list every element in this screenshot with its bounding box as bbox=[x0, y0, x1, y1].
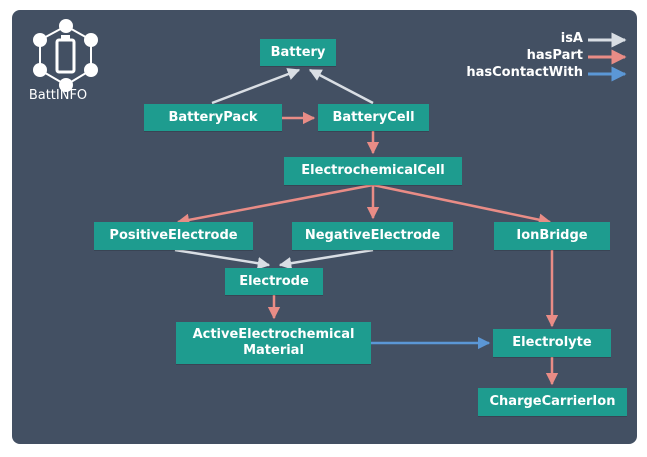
node-negativeelectrode: NegativeElectrode bbox=[292, 222, 453, 250]
node-electrochemicalcell: ElectrochemicalCell bbox=[284, 157, 462, 185]
node-electrochemicalcell-label: ElectrochemicalCell bbox=[301, 163, 445, 178]
node-batterypack-label: BatteryPack bbox=[168, 109, 258, 125]
edge-electrochemicalcell-hasPart-positiveelectrode bbox=[176, 183, 374, 227]
node-electrolyte-label: Electrolyte bbox=[512, 335, 592, 350]
node-batterypack: BatteryPack bbox=[144, 104, 282, 131]
node-ionbridge-label: IonBridge bbox=[516, 228, 588, 243]
node-electrode-label: Electrode bbox=[239, 273, 309, 289]
edge-batterypack-isA-battery bbox=[211, 68, 301, 105]
node-battery: Battery bbox=[260, 39, 336, 66]
node-positiveelectrode: PositiveElectrode bbox=[94, 222, 253, 250]
node-ionbridge: IonBridge bbox=[494, 222, 610, 250]
legend-hasPart-label: hasPart bbox=[526, 48, 583, 63]
node-electrode: Electrode bbox=[225, 268, 323, 295]
legend-hasContactWith-label: hasContactWith bbox=[466, 65, 583, 80]
legend-isA-label: isA bbox=[560, 31, 583, 46]
node-activeelectrochemicalmaterial: ActiveElectrochemical Material bbox=[176, 322, 371, 364]
node-negativeelectrode-label: NegativeElectrode bbox=[304, 228, 441, 243]
node-activematerial-label-line2: Material bbox=[243, 343, 304, 358]
node-battery-label: Battery bbox=[270, 44, 326, 60]
node-chargecarrierion-label: ChargeCarrierIon bbox=[489, 394, 616, 409]
node-positiveelectrode-label: PositiveElectrode bbox=[109, 228, 238, 243]
node-batterycell-label: BatteryCell bbox=[332, 109, 415, 125]
battinfo-logo-icon bbox=[33, 19, 98, 92]
edge-positiveelectrode-isA-electrode bbox=[174, 248, 271, 270]
logo-text: BattINFO bbox=[28, 88, 88, 103]
node-electrolyte: Electrolyte bbox=[493, 329, 611, 357]
edge-batterycell-isA-battery bbox=[308, 68, 374, 105]
node-activematerial-label-line1: ActiveElectrochemical bbox=[192, 327, 355, 342]
node-batterycell: BatteryCell bbox=[318, 104, 429, 131]
edge-electrochemicalcell-hasPart-ionbridge bbox=[372, 183, 552, 226]
edge-negativeelectrode-isA-electrode bbox=[278, 248, 374, 270]
node-chargecarrierion: ChargeCarrierIon bbox=[478, 388, 627, 416]
